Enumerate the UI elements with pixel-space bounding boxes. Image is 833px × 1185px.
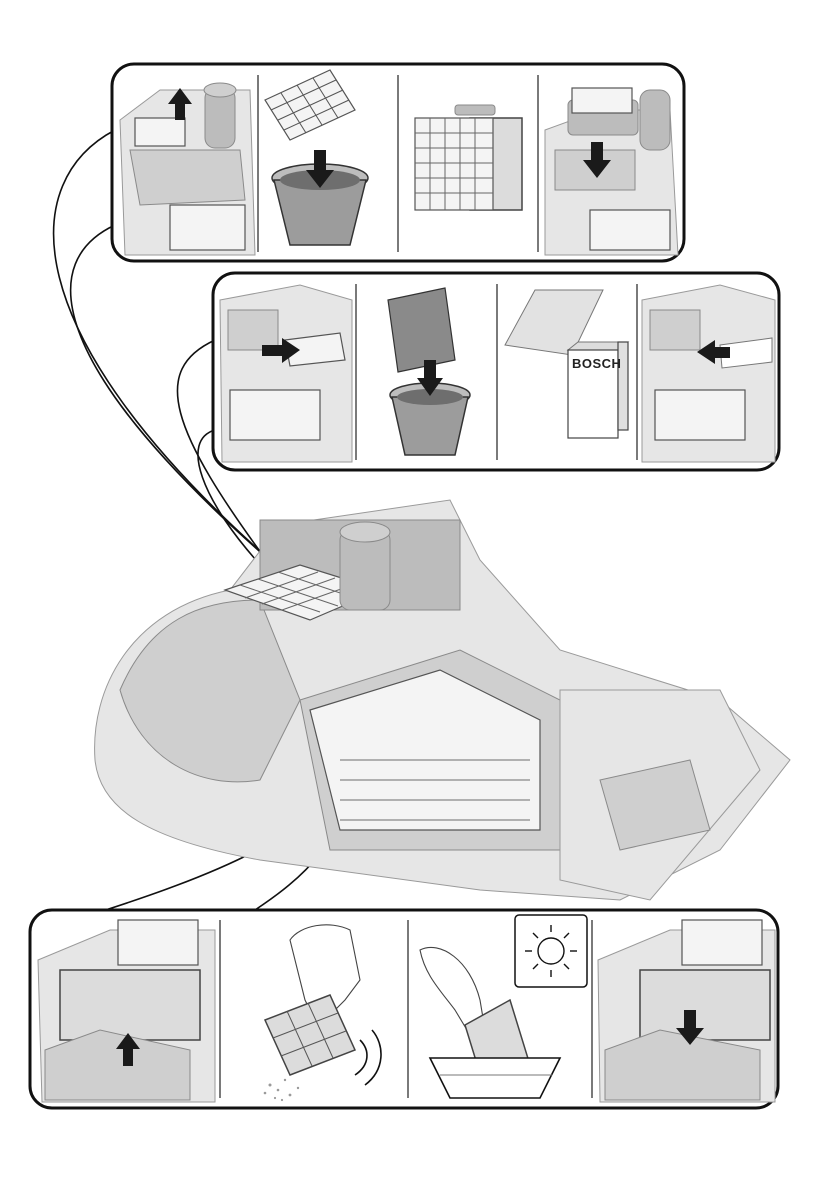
top-step-new-filter [415, 105, 522, 210]
top-panel [112, 64, 684, 261]
middle-step-remove-exhaust-filter [220, 285, 352, 462]
middle-step-insert-exhaust-filter [642, 285, 775, 462]
vacuum-cleaner [95, 500, 790, 900]
top-step-remove-filter [120, 83, 255, 255]
bottom-panel [30, 910, 778, 1108]
middle-panel: BOSCH [213, 273, 779, 470]
brand-label: BOSCH [572, 356, 621, 371]
